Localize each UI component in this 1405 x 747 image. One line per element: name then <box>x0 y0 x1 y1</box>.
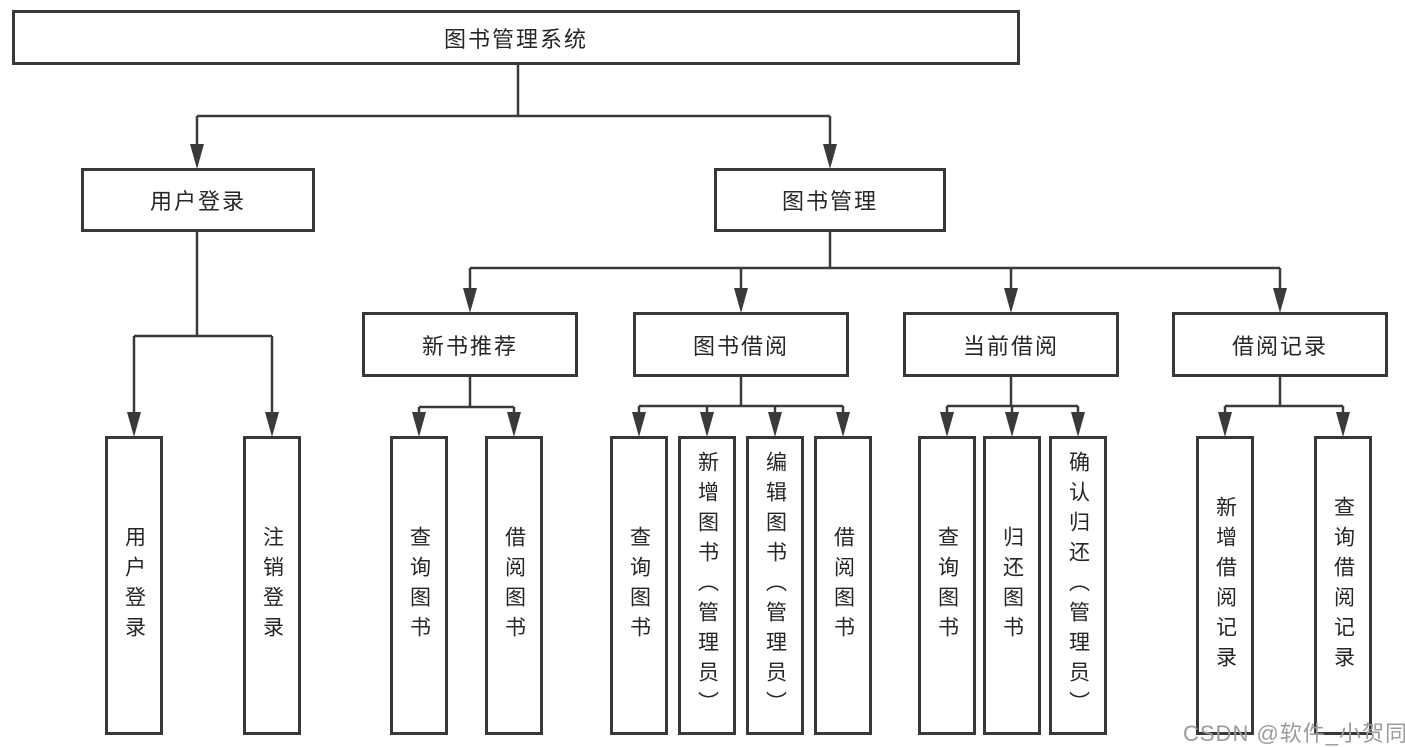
leaf-edit-books-admin: 编辑图书（管理员） <box>746 436 804 735</box>
arrowheads <box>127 144 1350 437</box>
arrow-down-icon <box>836 412 850 437</box>
node-user-login-label: 用户登录 <box>149 189 246 214</box>
leaf-return-books-label: 归还图书 <box>1000 525 1024 646</box>
edge-userlogin-to-leaves <box>132 232 274 414</box>
edge-newbookrec-to-leaves <box>417 377 516 414</box>
leaf-borrow-books-borrow: 借阅图书 <box>814 436 872 735</box>
leaf-user-login-label: 用户登录 <box>122 525 146 646</box>
arrow-down-icon <box>700 412 714 437</box>
leaf-add-borrow-record: 新增借阅记录 <box>1196 436 1254 735</box>
arrow-down-icon <box>412 412 426 437</box>
leaf-query-books-current: 查询图书 <box>918 436 976 735</box>
node-book-management: 图书管理 <box>714 168 946 232</box>
leaf-logout-label: 注销登录 <box>260 525 284 646</box>
edge-bookborrow-to-leaves <box>637 377 845 414</box>
node-borrowing-records: 借阅记录 <box>1172 312 1388 377</box>
leaf-query-books-borrow: 查询图书 <box>610 436 668 735</box>
leaf-query-books-borrow-label: 查询图书 <box>627 525 651 646</box>
node-new-book-recommendation: 新书推荐 <box>362 312 578 377</box>
leaf-add-borrow-record-label: 新增借阅记录 <box>1213 495 1237 676</box>
node-current-borrowing: 当前借阅 <box>903 312 1119 377</box>
leaf-borrow-books-rec: 借阅图书 <box>485 436 543 735</box>
node-new-book-recommendation-label: 新书推荐 <box>421 333 518 359</box>
leaf-user-login: 用户登录 <box>105 436 163 735</box>
leaf-confirm-return-admin: 确认归还（管理员） <box>1049 436 1107 735</box>
leaf-borrow-books-borrow-label: 借阅图书 <box>831 525 855 646</box>
arrow-down-icon <box>1273 288 1287 313</box>
arrow-down-icon <box>265 412 279 437</box>
watermark: CSDN @软件_小贺同学 <box>1183 721 1405 746</box>
arrow-down-icon <box>734 288 748 313</box>
arrow-down-icon <box>1071 412 1085 437</box>
arrow-down-icon <box>940 412 954 437</box>
node-current-borrowing-label: 当前借阅 <box>962 333 1059 359</box>
leaf-query-books-current-label: 查询图书 <box>935 525 959 646</box>
node-book-borrowing-label: 图书借阅 <box>692 333 789 359</box>
node-book-borrowing: 图书借阅 <box>633 312 849 377</box>
arrow-down-icon <box>632 412 646 437</box>
arrow-down-icon <box>1218 412 1232 437</box>
arrow-down-icon <box>127 412 141 437</box>
arrow-down-icon <box>1004 288 1018 313</box>
leaf-logout: 注销登录 <box>243 436 301 735</box>
leaf-query-books-rec-label: 查询图书 <box>407 525 431 646</box>
node-root: 图书管理系统 <box>12 10 1020 65</box>
leaf-return-books: 归还图书 <box>983 436 1041 735</box>
leaf-query-books-rec: 查询图书 <box>390 436 448 735</box>
arrow-down-icon <box>823 144 837 169</box>
leaf-add-books-admin-label: 新增图书（管理员） <box>695 450 719 721</box>
node-user-login: 用户登录 <box>81 168 315 232</box>
arrow-down-icon <box>190 144 204 169</box>
arrow-down-icon <box>1336 412 1350 437</box>
edge-root-to-level2 <box>195 65 832 146</box>
leaf-edit-books-admin-label: 编辑图书（管理员） <box>763 450 787 721</box>
leaf-query-borrow-record-label: 查询借阅记录 <box>1331 495 1355 676</box>
leaf-add-books-admin: 新增图书（管理员） <box>678 436 736 735</box>
node-book-management-label: 图书管理 <box>781 189 878 214</box>
arrow-down-icon <box>463 288 477 313</box>
leaf-query-borrow-record: 查询借阅记录 <box>1314 436 1372 735</box>
edge-borrowrecords-to-leaves <box>1223 377 1345 414</box>
leaf-borrow-books-rec-label: 借阅图书 <box>502 525 526 646</box>
node-root-label: 图书管理系统 <box>443 26 588 52</box>
arrow-down-icon <box>1005 412 1019 437</box>
leaf-confirm-return-admin-label: 确认归还（管理员） <box>1066 450 1090 721</box>
arrow-down-icon <box>768 412 782 437</box>
node-borrowing-records-label: 借阅记录 <box>1231 333 1328 359</box>
edge-bookmgmt-to-level3 <box>468 232 1282 290</box>
edge-currentborrow-to-leaves <box>945 377 1080 414</box>
arrow-down-icon <box>507 412 521 437</box>
